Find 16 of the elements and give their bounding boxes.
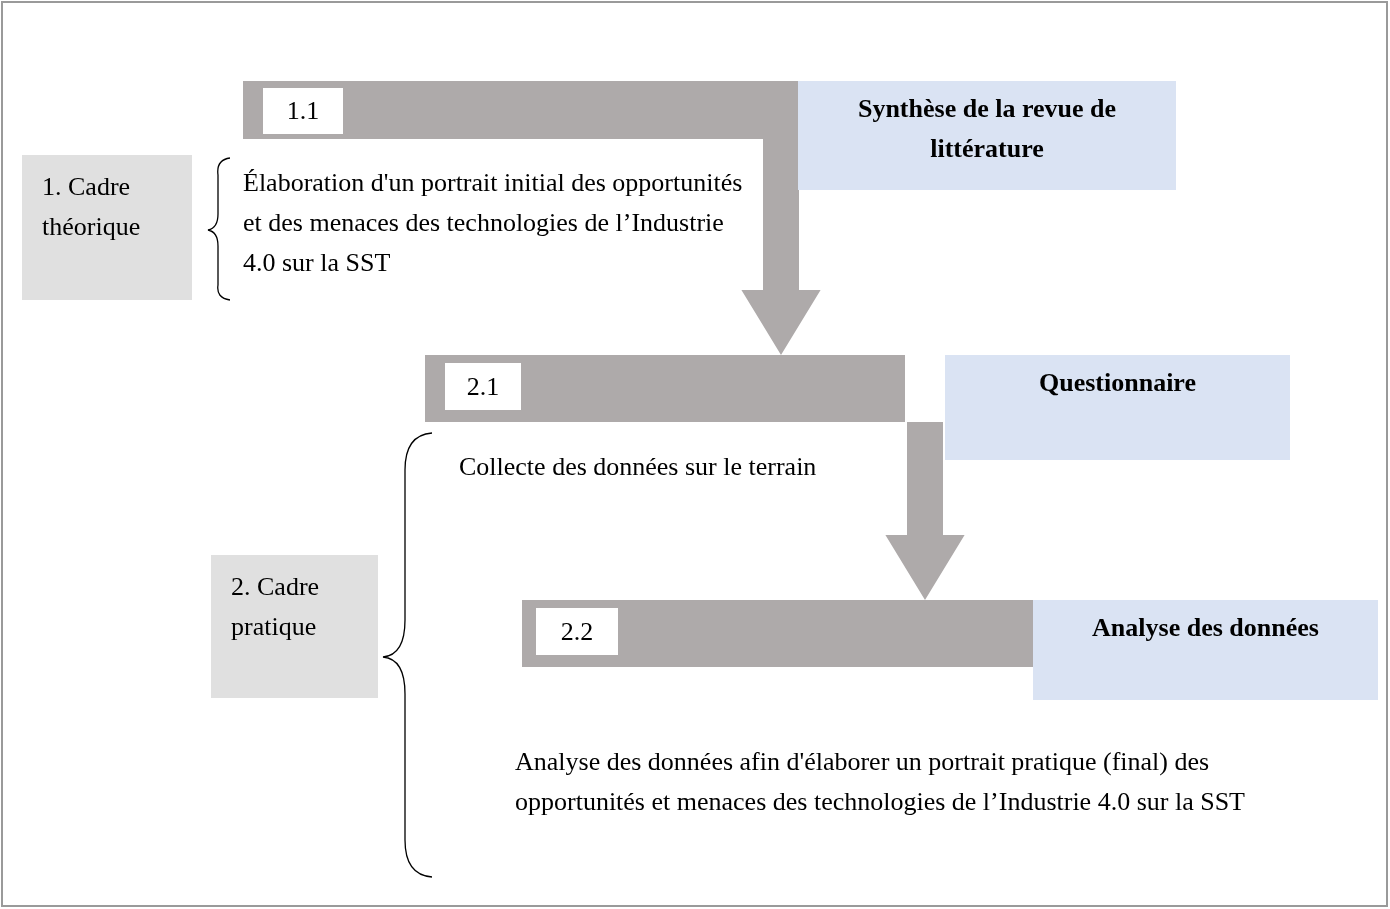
framework-box: 2. Cadre pratique (211, 555, 378, 698)
framework-box: 1. Cadre théorique (22, 155, 192, 300)
step-heading-box: Synthèse de la revue de littérature (798, 81, 1176, 190)
step-heading-box: Analyse des données (1033, 600, 1378, 700)
block-arrow (741, 139, 821, 355)
description-text: Analyse des données afin d'élaborer un portrait pratique (final) des opportunités et menaces des technologies de l’Industrie 4.0 sur la SST (515, 746, 1246, 818)
description-text: Collecte des données sur le terrain (459, 451, 818, 483)
step-number: 1.1 (263, 88, 343, 134)
block-arrow (885, 422, 965, 600)
step-number: 2.1 (445, 363, 521, 410)
step-heading-box: Questionnaire (945, 355, 1290, 460)
bar-shape (522, 600, 1033, 667)
description-text: Élaboration d'un portrait initial des opportunités et des menaces des technologies de l’Industrie 4.0 sur la SST (243, 167, 743, 279)
bar-shape (425, 355, 905, 422)
step-number: 2.2 (536, 608, 618, 655)
bar-shape (243, 81, 798, 139)
